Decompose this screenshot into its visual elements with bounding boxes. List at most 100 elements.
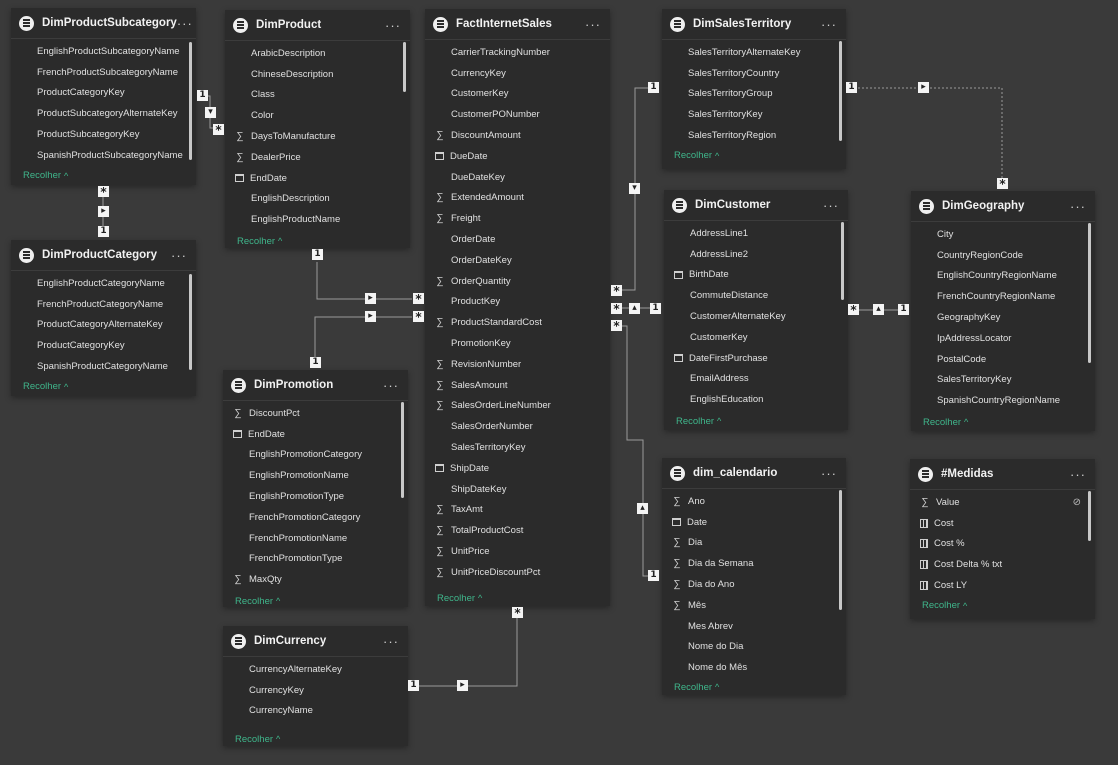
scrollbar[interactable] (403, 42, 406, 92)
field-row[interactable]: ∑OrderQuantity (425, 271, 610, 292)
collapse-button[interactable]: Recolher^ (223, 591, 408, 607)
field-row[interactable]: SalesTerritoryAlternateKey (662, 42, 846, 63)
table-header[interactable]: FactInternetSales ··· (425, 9, 610, 40)
field-row[interactable]: SalesOrderNumber (425, 416, 610, 437)
collapse-button[interactable]: Recolher^ (664, 411, 848, 430)
field-row[interactable]: DueDate (425, 146, 610, 167)
field-row[interactable]: CustomerKey (664, 327, 848, 348)
field-row[interactable]: CarrierTrackingNumber (425, 42, 610, 63)
table-card-dimproductcategory[interactable]: DimProductCategory ··· EnglishProductCat… (11, 240, 196, 396)
field-row[interactable]: SalesTerritoryKey (911, 370, 1095, 391)
field-row[interactable]: SalesTerritoryRegion (662, 125, 846, 146)
more-options-button[interactable]: ··· (821, 16, 837, 32)
field-row[interactable]: DateFirstPurchase (664, 348, 848, 369)
scrollbar[interactable] (1088, 223, 1091, 363)
scrollbar[interactable] (841, 222, 844, 300)
more-options-button[interactable]: ··· (383, 633, 399, 649)
field-row[interactable]: ProductCategoryAlternateKey (11, 315, 196, 336)
field-row[interactable]: EmailAddress (664, 369, 848, 390)
collapse-button[interactable]: Recolher^ (910, 596, 1095, 616)
field-row[interactable]: Color (225, 105, 410, 126)
scrollbar[interactable] (189, 274, 192, 370)
field-row[interactable]: PromotionKey (425, 333, 610, 354)
field-row[interactable]: CustomerAlternateKey (664, 306, 848, 327)
field-row[interactable]: Mes Abrev (662, 616, 846, 637)
field-row[interactable]: City (911, 224, 1095, 245)
more-options-button[interactable]: ··· (585, 16, 601, 32)
more-options-button[interactable]: ··· (171, 247, 187, 263)
table-header[interactable]: DimGeography ··· (911, 191, 1095, 222)
more-options-button[interactable]: ··· (1070, 198, 1086, 214)
field-row[interactable]: ∑Dia do Ano (662, 574, 846, 595)
collapse-button[interactable]: Recolher^ (662, 677, 846, 695)
table-header[interactable]: #Medidas ··· (910, 459, 1095, 490)
scrollbar[interactable] (839, 41, 842, 141)
field-row[interactable]: EnglishPromotionType (223, 486, 408, 507)
field-row[interactable]: CountryRegionCode (911, 245, 1095, 266)
table-header[interactable]: DimProductCategory ··· (11, 240, 196, 271)
field-row[interactable]: ∑UnitPriceDiscountPct (425, 562, 610, 583)
field-row[interactable]: ∑Dia da Semana (662, 553, 846, 574)
field-row[interactable]: ∑SalesOrderLineNumber (425, 396, 610, 417)
field-row[interactable]: CurrencyAlternateKey (223, 659, 408, 680)
field-row[interactable]: GeographyKey (911, 307, 1095, 328)
field-row[interactable]: EndDate (223, 424, 408, 445)
field-row[interactable]: ShipDateKey (425, 479, 610, 500)
field-row[interactable]: CurrencyName (223, 701, 408, 722)
field-row[interactable]: IpAddressLocator (911, 328, 1095, 349)
field-row[interactable]: Nome do Mês (662, 657, 846, 677)
field-row[interactable]: ∑UnitPrice (425, 541, 610, 562)
field-row[interactable]: CustomerPONumber (425, 104, 610, 125)
field-row[interactable]: ProductCategoryKey (11, 83, 196, 104)
field-row[interactable]: ∑TaxAmt (425, 500, 610, 521)
more-options-button[interactable]: ··· (176, 15, 193, 31)
field-row[interactable]: Class (225, 85, 410, 106)
field-row[interactable]: SalesTerritoryGroup (662, 84, 846, 105)
table-header[interactable]: DimCustomer ··· (664, 190, 848, 221)
field-row[interactable]: FrenchProductCategoryName (11, 294, 196, 315)
scrollbar[interactable] (839, 490, 842, 610)
field-row[interactable]: AddressLine2 (664, 244, 848, 265)
field-row[interactable]: EnglishProductName (225, 209, 410, 230)
more-options-button[interactable]: ··· (383, 377, 399, 393)
more-options-button[interactable]: ··· (1070, 466, 1086, 482)
field-row[interactable]: OrderDate (425, 229, 610, 250)
table-header[interactable]: DimProductSubcategory ··· (11, 8, 196, 39)
field-row[interactable]: FrenchPromotionName (223, 528, 408, 549)
field-row[interactable]: FrenchCountryRegionName (911, 286, 1095, 307)
collapse-button[interactable]: Recolher^ (11, 377, 196, 396)
table-card-factinternetsales[interactable]: FactInternetSales ··· CarrierTrackingNum… (425, 9, 610, 606)
more-options-button[interactable]: ··· (821, 465, 837, 481)
more-options-button[interactable]: ··· (823, 197, 839, 213)
field-row[interactable]: CommuteDistance (664, 285, 848, 306)
table-header[interactable]: DimCurrency ··· (223, 626, 408, 657)
field-row[interactable]: Cost (910, 513, 1095, 534)
scrollbar[interactable] (1088, 491, 1091, 541)
field-row[interactable]: ∑ExtendedAmount (425, 188, 610, 209)
field-row[interactable]: EndDate (225, 168, 410, 189)
scrollbar[interactable] (189, 42, 192, 160)
field-row[interactable]: ∑Value⊘ (910, 492, 1095, 513)
field-row[interactable]: EnglishPromotionCategory (223, 445, 408, 466)
field-row[interactable]: FrenchPromotionType (223, 549, 408, 570)
field-row[interactable]: ∑DaysToManufacture (225, 126, 410, 147)
field-row[interactable]: BirthDate (664, 265, 848, 286)
field-row[interactable]: ∑DiscountPct (223, 403, 408, 424)
field-row[interactable]: ∑Mês (662, 595, 846, 616)
field-row[interactable]: Nome do Dia (662, 637, 846, 658)
field-row[interactable]: Cost % (910, 534, 1095, 555)
field-row[interactable]: PostalCode (911, 349, 1095, 370)
field-row[interactable]: EnglishProductSubcategoryName (11, 41, 196, 62)
field-row[interactable]: ProductKey (425, 292, 610, 313)
table-header[interactable]: DimSalesTerritory ··· (662, 9, 846, 40)
field-row[interactable]: ∑Dia (662, 533, 846, 554)
field-row[interactable]: ∑DealerPrice (225, 147, 410, 168)
field-row[interactable]: ∑SalesAmount (425, 375, 610, 396)
field-row[interactable]: Cost LY (910, 575, 1095, 596)
